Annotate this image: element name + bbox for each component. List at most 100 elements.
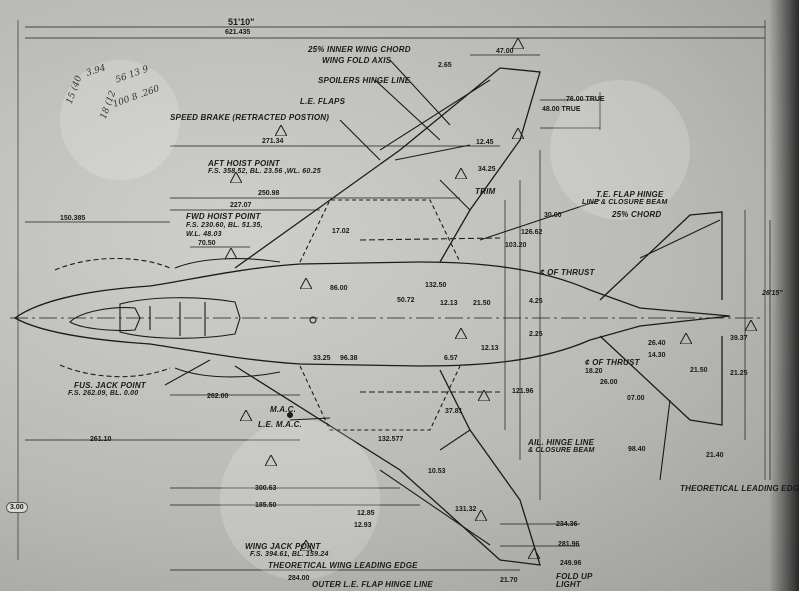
dim-label: 132.50 [425,282,447,289]
dim-label: 132.577 [378,436,404,443]
dim-label: 86.00 [330,285,348,292]
dim-label: 33.25 [313,355,331,362]
dim-label: 07.00 [627,395,645,402]
wing-jack-point-coords: F.S. 394.61, BL. 159.24 [250,551,329,558]
dim-label: 249.96 [560,560,582,567]
le-mac-label: L.E. M.A.C. [258,420,302,429]
fwd-hoist-label: FWD HOIST POINT [186,212,261,221]
dim-label: 21.50 [690,367,708,374]
aileron-closure-label: & CLOSURE BEAM [528,447,595,454]
dim-label: 14.30 [648,352,666,359]
spoilers-hinge-label: SPOILERS HINGE LINE [318,76,411,85]
wing-fold-axis-label: WING FOLD AXIS [322,56,392,65]
dim-label: 250.98 [258,190,280,197]
dim-label: 6.57 [444,355,458,362]
revision-triangle-icon [265,455,277,466]
dim-label: 48.00 TRUE [542,106,581,113]
revision-triangle-icon [240,410,252,421]
dim-label: 126.62 [521,229,543,236]
revision-triangle-icon [512,128,524,139]
dim-label: 281.96 [558,541,580,548]
speed-brake-label: SPEED BRAKE (RETRACTED POSTION) [170,113,330,122]
te-flap-hinge-label: T.E. FLAP HINGE [596,190,664,199]
dim-label: 50.72 [397,297,415,304]
revision-triangle-icon [225,248,237,259]
dim-label: 131.32 [455,506,477,513]
revision-triangle-icon [512,38,524,49]
revision-triangle-icon [455,168,467,179]
dim-label: 26.00 [600,379,618,386]
dim-label: 30.00 [544,212,562,219]
revision-triangle-icon [680,333,692,344]
dim-label: 262.00 [207,393,229,400]
dim-label: 284.00 [288,575,310,582]
theoretical-stab-le-label: THEORETICAL LEADING EDGE [680,484,799,493]
chord-25-label: 25% CHORD [612,210,662,219]
revision-triangle-icon [528,548,540,559]
dim-label: 17.02 [332,228,350,235]
dim-label: 39.37 [730,335,748,342]
le-flaps-label: L.E. FLAPS [300,97,346,106]
angle-label: 26'15" [762,290,783,297]
inner-wing-chord-label: 25% INNER WING CHORD [308,45,411,54]
dim-label: 234.36 [556,521,578,528]
dim-label: 227.07 [230,202,252,209]
revision-triangle-icon [475,510,487,521]
dim-label: 261.10 [90,436,112,443]
dim-label: 21.40 [706,452,724,459]
revision-triangle-icon [455,328,467,339]
outer-le-flap-label: OUTER L.E. FLAP HINGE LINE [312,580,433,589]
revision-triangle-icon [478,390,490,401]
dim-label: 96.38 [340,355,358,362]
dim-label: 2.65 [438,62,452,69]
trim-label: TRIM [475,187,496,196]
aft-hoist-label: AFT HOIST POINT [208,159,280,168]
dim-label: 2.25 [529,331,543,338]
dim-label: 18.20 [585,368,603,375]
wing-jack-point-label: WING JACK POINT [245,542,321,551]
fus-jack-point-label: FUS. JACK POINT [74,381,146,390]
dim-label: 21.70 [500,577,518,584]
dim-label: 150.385 [60,215,86,222]
revision-triangle-icon [745,320,757,331]
aileron-hinge-label: AIL. HINGE LINE [528,438,595,447]
dim-label: 47.00 [496,48,514,55]
te-flap-closure-label: LINE & CLOSURE BEAM [582,199,668,206]
dim-label: 12.93 [354,522,372,529]
dim-label: 10.53 [428,468,446,475]
fwd-hoist-wl: W.L. 48.03 [186,231,222,238]
dim-label: 121.96 [512,388,534,395]
revision-triangle-icon [300,540,312,551]
dim-label: 37.81 [445,408,463,415]
thrust-centerline-label: ¢ OF THRUST [540,268,595,277]
aft-hoist-coords: F.S. 358.52, BL. 23.56 ,WL. 60.25 [208,168,321,175]
dim-label: 34.25 [478,166,496,173]
overall-length-inches-dim: 621.435 [225,29,251,36]
dim-label: 300.63 [255,485,277,492]
fold-up-light-label: LIGHT [556,580,581,589]
mac-label: M.A.C. [270,405,297,414]
dim-label: 21.25 [730,370,748,377]
dim-label: 26.40 [648,340,666,347]
dim-label: 4.25 [529,298,543,305]
page-stamp: 3.00 [6,502,28,513]
thrust-centerline-label-2: ¢ OF THRUST [585,358,640,367]
dim-label: 70.50 [198,240,216,247]
dim-label: 185.50 [255,502,277,509]
dim-label: 76.00 TRUE [566,96,605,103]
fus-jack-point-coords: F.S. 262.09, BL. 0.00 [68,390,139,397]
dim-label: 12.13 [481,345,499,352]
dim-label: 103.20 [505,242,527,249]
dim-label: 12.13 [440,300,458,307]
dim-label: 12.85 [357,510,375,517]
revision-triangle-icon [300,278,312,289]
overall-length-dim: 51'10" [228,17,255,27]
fwd-hoist-coords: F.S. 230.60, BL. 51.35, [186,222,263,229]
theoretical-wing-le-label: THEORETICAL WING LEADING EDGE [268,561,418,570]
revision-triangle-icon [230,172,242,183]
fold-up-label: FOLD UP [556,572,593,581]
dim-label: 21.50 [473,300,491,307]
dim-label: 98.40 [628,446,646,453]
